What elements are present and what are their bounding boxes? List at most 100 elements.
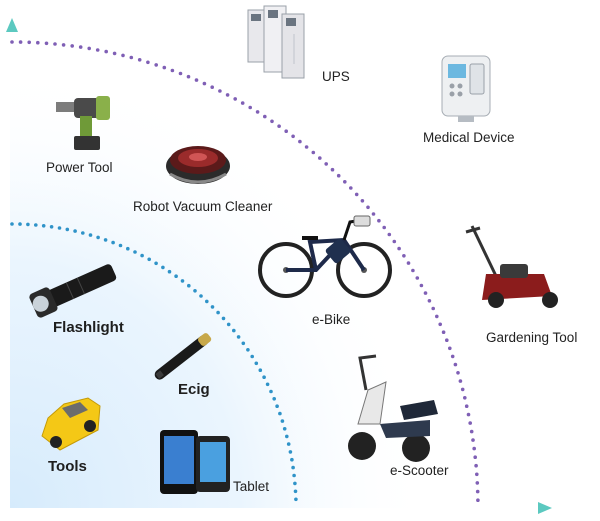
outer-arc-dot — [406, 261, 411, 265]
outer-arc-dot — [475, 481, 480, 485]
inner-arc-dot — [246, 348, 250, 352]
outer-arc-dot — [468, 421, 473, 425]
inner-arc-dot — [265, 382, 270, 387]
outer-arc-dot — [178, 71, 183, 76]
inner-arc-dot — [161, 265, 165, 270]
outer-arc-dot — [146, 60, 150, 65]
inner-arc-dot — [216, 310, 220, 315]
inner-arc-dot — [118, 243, 123, 248]
outer-arc-dot — [186, 74, 191, 79]
label-power-tool: Power Tool — [46, 160, 113, 175]
label-robot-vacuum-cleaner: Robot Vacuum Cleaner — [133, 199, 273, 214]
inner-arc-dot — [18, 222, 22, 226]
outer-arc-dot — [291, 134, 295, 139]
outer-arc-dot — [475, 489, 480, 494]
inner-arc-dot — [103, 238, 108, 242]
outer-arc-dot — [240, 101, 245, 105]
inner-arc-dot — [34, 223, 38, 227]
outer-arc-dot — [463, 396, 467, 400]
outer-arc-dot — [402, 254, 406, 258]
label-ups: UPS — [322, 69, 350, 84]
outer-arc-dot — [343, 180, 347, 184]
inner-arc-dot — [291, 465, 295, 470]
inner-arc-dot — [278, 411, 282, 416]
inner-arc-dot — [292, 473, 296, 478]
outer-arc-dot — [387, 232, 392, 237]
outer-arc-dot — [121, 53, 125, 58]
outer-arc-dot — [349, 186, 353, 190]
inner-arc-dot — [262, 375, 266, 380]
outer-arc-dot — [70, 44, 74, 48]
outer-arc-dot — [366, 205, 370, 210]
outer-arc-dot — [263, 114, 267, 119]
inner-arc-dot — [258, 368, 263, 373]
outer-arc-dot — [411, 268, 415, 273]
lawn-mower-icon — [465, 225, 558, 308]
axes — [6, 18, 552, 514]
outer-arc-dot — [112, 51, 117, 56]
label-ecig: Ecig — [178, 381, 210, 398]
inner-arc-dot — [286, 442, 291, 446]
outer-arc-dot — [218, 89, 222, 93]
outer-arc-dot — [270, 119, 274, 124]
outer-arc-dot — [162, 65, 167, 70]
inner-arc-dot — [210, 305, 215, 309]
ups-cabinet-icon — [247, 5, 305, 79]
cordless-drill-icon — [56, 96, 110, 150]
outer-arc-dot — [95, 48, 100, 52]
outer-arc-dot — [304, 145, 309, 149]
outer-arc-dot — [129, 55, 134, 60]
inner-arc-dot — [221, 316, 226, 321]
outer-arc-dot — [397, 246, 401, 251]
label-ebike: e-Bike — [312, 312, 351, 327]
outer-arc-dot — [210, 85, 214, 89]
label-medical-device: Medical Device — [423, 130, 515, 145]
inner-arc-dot — [293, 489, 298, 494]
toy-car-icon — [41, 397, 101, 451]
outer-arc-dot — [423, 291, 428, 295]
outer-arc-dot — [419, 283, 424, 288]
outer-arc-dot — [87, 46, 91, 51]
inner-arc-dot — [241, 341, 246, 346]
outer-arc-dot — [471, 438, 475, 442]
label-gardening-tool: Gardening Tool — [486, 330, 578, 345]
inner-arc-dot — [41, 224, 46, 228]
outer-arc-dot — [456, 371, 460, 375]
inner-arc-dot — [236, 335, 241, 339]
inner-arc-dot — [193, 289, 197, 293]
inner-arc-dot — [280, 419, 285, 423]
outer-arc-dot — [298, 139, 302, 144]
outer-arc-dot — [277, 124, 281, 128]
inner-arc-dot — [57, 226, 62, 230]
outer-arc-dot — [427, 299, 432, 303]
escooter-icon — [348, 354, 438, 462]
infusion-pump-icon — [441, 55, 491, 122]
inner-arc-dot — [140, 253, 144, 258]
outer-arc-dot — [225, 93, 230, 97]
outer-arc-dot — [458, 379, 463, 383]
flashlight-icon — [29, 264, 117, 318]
inner-arc-dot — [81, 231, 85, 235]
ebike-icon — [258, 215, 392, 298]
label-escooter: e-Scooter — [390, 463, 449, 478]
inner-arc-dot — [167, 269, 172, 274]
outer-arc-dot — [44, 41, 49, 46]
inner-arc-dot — [290, 457, 294, 462]
dotted-arcs — [10, 40, 480, 503]
outer-arc-dot — [469, 429, 474, 434]
inner-arc-dot — [232, 328, 236, 333]
inner-arc-dot — [133, 250, 137, 254]
inner-arc-dot — [272, 397, 277, 401]
inner-arc-dot — [111, 240, 115, 245]
outer-arc-dot — [318, 156, 322, 160]
outer-arc-dot — [472, 446, 477, 451]
outer-arc-dot — [284, 129, 289, 133]
inner-arc-dot — [205, 299, 209, 304]
inner-arc-dot — [154, 261, 158, 266]
inner-arc-dot — [293, 481, 297, 486]
inner-arc-dot — [288, 450, 293, 454]
inner-arc-dot — [147, 257, 151, 262]
outer-arc-dot — [255, 110, 260, 114]
